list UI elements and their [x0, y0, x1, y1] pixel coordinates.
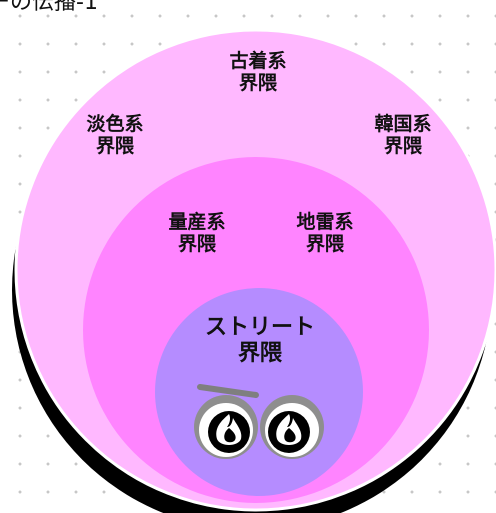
inner-label-street: ストリート 界隈 [190, 315, 330, 367]
label-line: 界隈 [177, 233, 216, 256]
label-line: 界隈 [383, 135, 422, 158]
label-line: 古着系 [229, 50, 287, 72]
label-line: 量産系 [168, 211, 226, 233]
outer-label-furugi: 古着系 界隈 [218, 50, 298, 95]
label-line: 界隈 [237, 340, 282, 366]
label-line: 界隈 [95, 135, 134, 158]
label-line: 韓国系 [374, 113, 432, 135]
fire-eye-icon [194, 395, 258, 459]
middle-label-jirai: 地雷系 界隈 [285, 211, 365, 256]
page-title: ーの伝播-1 [0, 0, 98, 15]
eyebrow-icon [197, 384, 259, 398]
label-line: 界隈 [305, 233, 344, 256]
label-line: 地雷系 [296, 211, 354, 233]
outer-label-tanshoku: 淡色系 界隈 [75, 113, 155, 158]
label-line: 淡色系 [86, 113, 144, 135]
outer-label-kankoku: 韓国系 界隈 [363, 113, 443, 158]
middle-label-ryousan: 量産系 界隈 [157, 211, 237, 256]
label-line: ストリート [204, 315, 315, 340]
fire-eye-icon [260, 395, 324, 459]
label-line: 界隈 [238, 72, 277, 95]
